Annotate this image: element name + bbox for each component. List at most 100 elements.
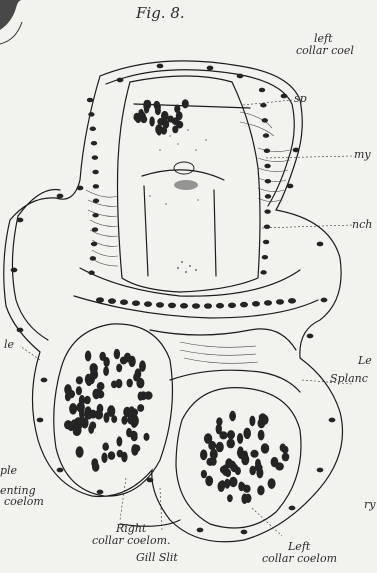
nucleus <box>264 164 270 168</box>
nucleus <box>149 116 154 126</box>
label-left-collar-coelom-top-2: collar coel <box>296 46 354 56</box>
notochord-vacuole <box>174 162 194 174</box>
nucleus <box>200 449 207 460</box>
nucleus <box>11 268 18 273</box>
nucleus <box>256 467 263 478</box>
nucleus <box>216 417 222 425</box>
nucleus <box>262 118 268 122</box>
nucleus <box>140 115 147 123</box>
nucleus <box>102 443 109 451</box>
nucleus <box>101 453 107 464</box>
nucleus <box>37 418 44 423</box>
nucleus <box>103 357 109 367</box>
nucleus <box>147 478 154 483</box>
nucleus <box>227 494 233 502</box>
nucleus <box>41 378 48 383</box>
nucleus <box>88 271 94 275</box>
label-left-collar-coelom-top-1: left <box>314 34 333 44</box>
nucleus <box>144 391 152 400</box>
nucleus <box>264 300 272 306</box>
nucleus <box>143 100 148 110</box>
nucleus <box>57 468 64 473</box>
nucleus <box>155 107 161 115</box>
nucleus <box>92 227 98 231</box>
nucleus <box>87 98 93 102</box>
label-cut-ple-upper: le <box>4 340 14 350</box>
nucleus <box>130 431 138 439</box>
nucleus <box>192 303 200 309</box>
nucleus <box>128 356 135 367</box>
nucleus <box>88 112 94 116</box>
nucleus <box>132 300 140 306</box>
figure-title: Fig. 8. <box>136 8 185 18</box>
nucleus <box>205 476 213 487</box>
label-left-splanchnic-2: Splanc <box>330 374 368 384</box>
nucleus <box>117 436 123 446</box>
nucleus <box>317 242 324 247</box>
nucleus <box>287 184 294 189</box>
label-sp: sp <box>294 94 307 104</box>
nucleus <box>243 428 251 439</box>
nucleus <box>108 298 116 304</box>
nucleus <box>97 490 104 495</box>
nucleus <box>262 415 269 425</box>
nucleus <box>93 184 99 188</box>
nucleus <box>261 443 269 453</box>
nucleus <box>218 481 225 492</box>
nucleus <box>239 483 245 491</box>
label-nch: nch <box>352 220 372 230</box>
nucleus <box>65 392 71 401</box>
nucleus <box>108 451 115 460</box>
nucleus <box>85 351 91 362</box>
nucleus <box>329 418 336 423</box>
nucleus <box>57 194 64 199</box>
nucleus <box>258 430 265 441</box>
nucleus <box>235 467 241 475</box>
label-left-splanchnic-1: Le <box>358 356 372 366</box>
nucleus <box>227 430 235 439</box>
nucleus <box>252 301 260 307</box>
nucleus <box>116 364 122 373</box>
nucleus <box>77 402 85 413</box>
nucleus <box>91 242 97 246</box>
nucleus <box>120 299 128 305</box>
nucleus <box>76 376 83 384</box>
nucleus <box>84 396 91 405</box>
nucleus <box>168 303 176 309</box>
nucleus <box>156 302 164 308</box>
label-cut-ry: ry <box>364 500 375 510</box>
nucleus <box>197 528 204 533</box>
nucleus <box>92 213 98 217</box>
nucleus <box>229 411 236 421</box>
nucleus <box>264 149 270 153</box>
nucleus <box>77 186 84 191</box>
nucleus <box>121 416 127 425</box>
cell-nuclei <box>11 64 336 535</box>
nucleus <box>157 127 162 135</box>
nucleus <box>262 255 268 259</box>
nucleus <box>265 179 271 183</box>
nucleus <box>201 470 207 478</box>
label-gill-slit: Gill Slit <box>136 553 178 563</box>
label-left-collar-coelom-bottom-1: Left <box>288 542 310 552</box>
nucleus <box>241 530 248 535</box>
nucleus <box>317 468 324 473</box>
nucleus <box>117 78 124 83</box>
label-cut-senting-2: coelom <box>4 497 44 507</box>
nucleus <box>210 449 218 460</box>
nucleus <box>259 88 265 92</box>
nucleus <box>90 127 96 131</box>
nucleus <box>107 405 115 417</box>
nucleus <box>240 302 248 308</box>
nucleus <box>282 453 290 462</box>
label-left-collar-coelom-bottom-2: collar coelom <box>262 554 337 564</box>
nucleus <box>238 449 244 459</box>
nucleus <box>216 442 224 453</box>
nucleus <box>275 462 284 470</box>
nucleus <box>92 389 100 400</box>
nucleus <box>144 301 152 307</box>
nucleus <box>282 446 289 454</box>
nucleus <box>289 506 296 511</box>
nucleus <box>127 379 133 388</box>
